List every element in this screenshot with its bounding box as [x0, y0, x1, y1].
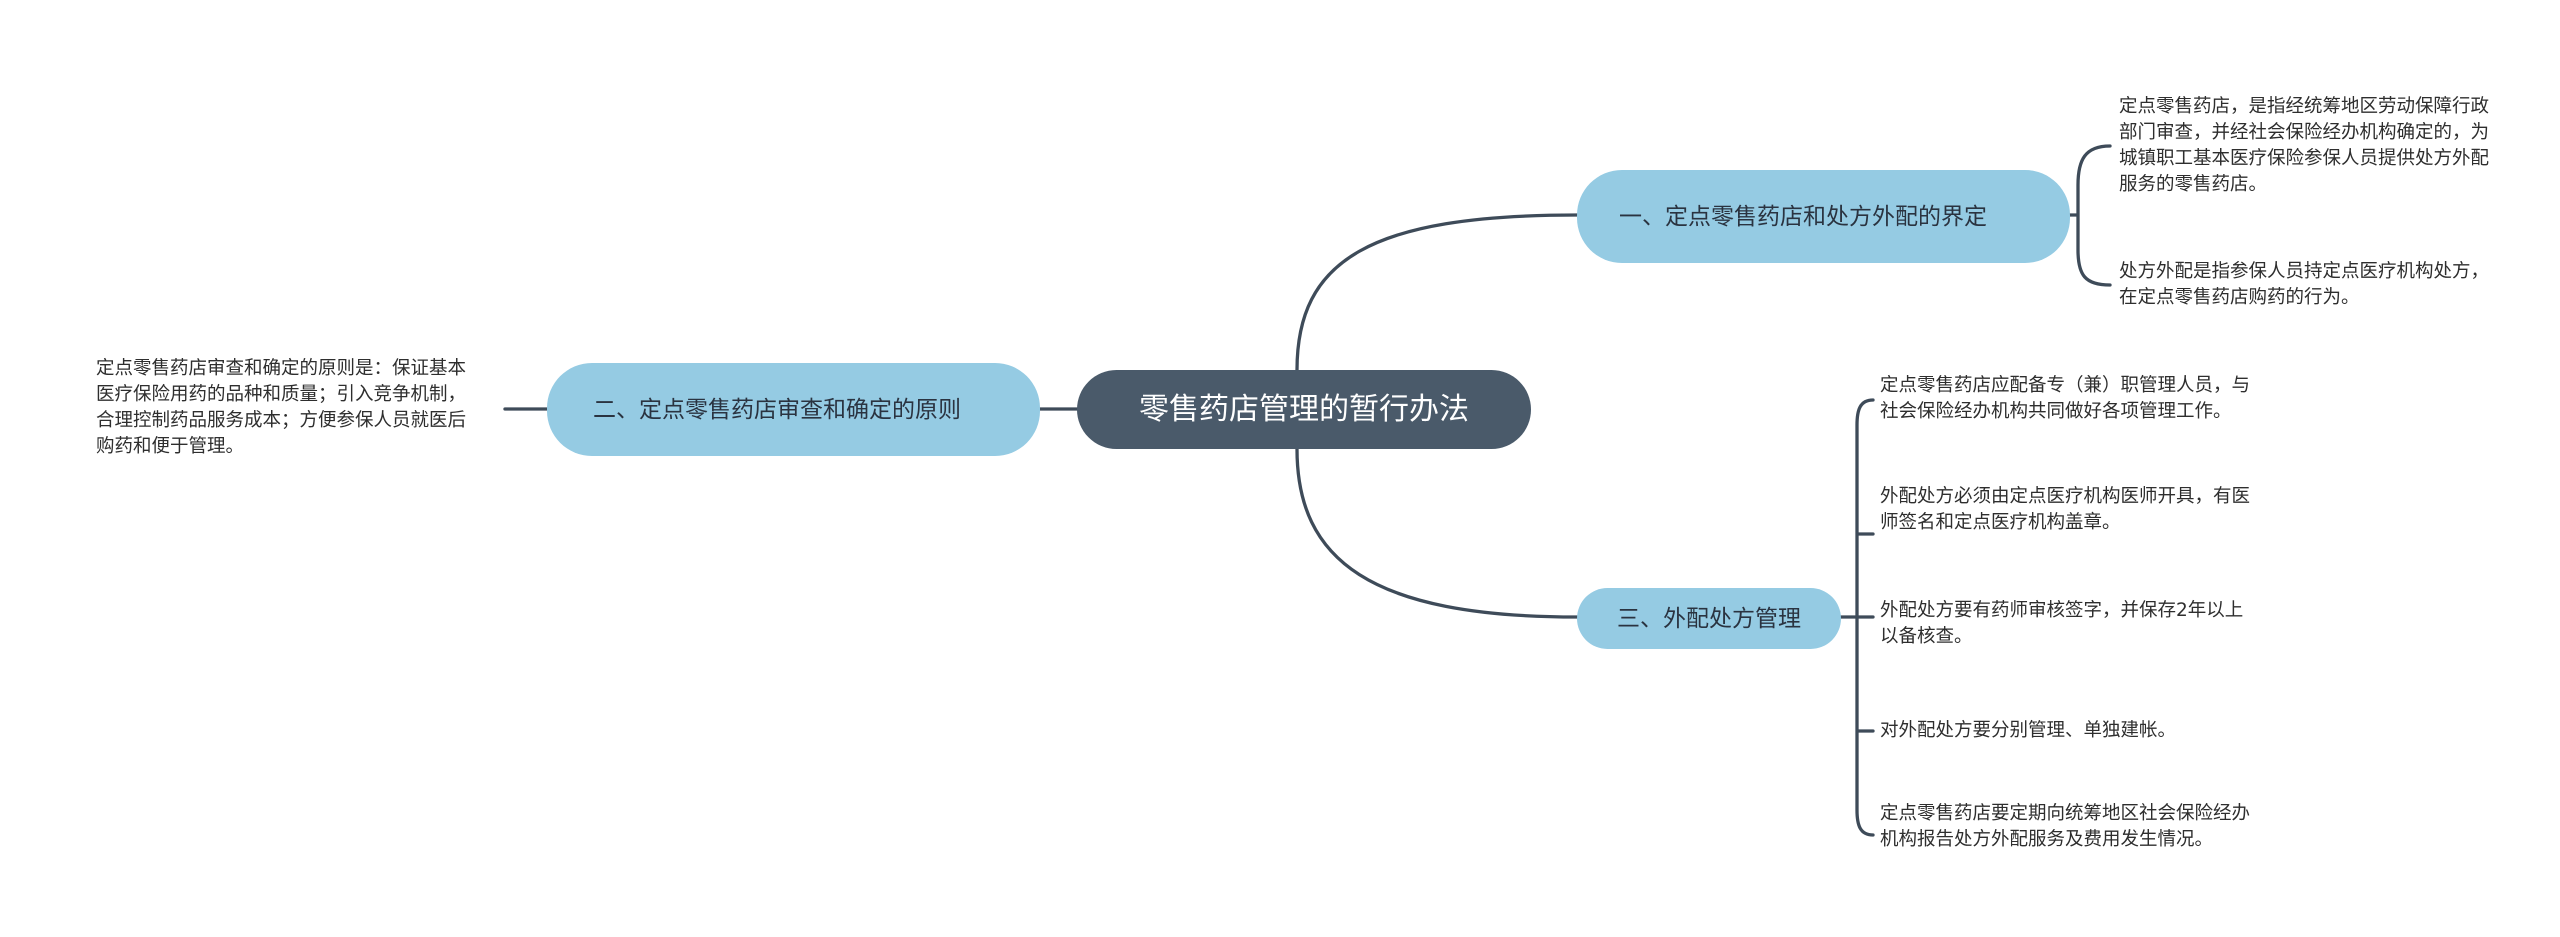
- leaf-line: 机构报告处方外配服务及费用发生情况。: [1880, 829, 2214, 850]
- leaf-line: 在定点零售药店购药的行为。: [2119, 287, 2360, 308]
- branch-2[interactable]: 二、定点零售药店审查和确定的原则: [547, 363, 1040, 456]
- branch-1[interactable]: 一、定点零售药店和处方外配的界定: [1577, 170, 2070, 263]
- leaf-line: 外配处方要有药师审核签字，并保存2年以上: [1880, 600, 2244, 621]
- branch-3[interactable]: 三、外配处方管理: [1577, 588, 1841, 649]
- leaf-line: 社会保险经办机构共同做好各项管理工作。: [1880, 401, 2232, 422]
- leaf-1-1[interactable]: 定点零售药店，是指经统筹地区劳动保障行政 部门审查，并经社会保险经办机构确定的，…: [2119, 94, 2489, 198]
- leaf-line: 城镇职工基本医疗保险参保人员提供处方外配: [2119, 148, 2490, 169]
- leaf-line: 合理控制药品服务成本；方便参保人员就医后: [96, 410, 467, 431]
- leaf-line: 定点零售药店应配备专（兼）职管理人员，与: [1880, 375, 2251, 396]
- leaf-line: 对外配处方要分别管理、单独建帐。: [1880, 720, 2177, 741]
- leaf-line: 以备核查。: [1880, 626, 1973, 647]
- branch-3-label: 三、外配处方管理: [1617, 605, 1801, 632]
- connector-root-branch-1: [1295, 213, 1579, 372]
- leaf-line: 定点零售药店要定期向统筹地区社会保险经办: [1880, 803, 2251, 824]
- leaf-line: 部门审查，并经社会保险经办机构确定的，为: [2119, 122, 2490, 143]
- leaf-line: 处方外配是指参保人员持定点医疗机构处方，: [2119, 261, 2490, 282]
- leaf-3-3[interactable]: 外配处方要有药师审核签字，并保存2年以上 以备核查。: [1880, 598, 2243, 650]
- leaf-3-2[interactable]: 外配处方必须由定点医疗机构医师开具，有医 师签名和定点医疗机构盖章。: [1880, 484, 2250, 536]
- leaf-line: 师签名和定点医疗机构盖章。: [1880, 512, 2121, 533]
- leaf-line: 服务的零售药店。: [2119, 174, 2268, 195]
- branch-2-label: 二、定点零售药店审查和确定的原则: [593, 396, 961, 423]
- leaf-line: 医疗保险用药的品种和质量；引入竞争机制，: [96, 384, 467, 405]
- leaf-line: 外配处方必须由定点医疗机构医师开具，有医: [1880, 486, 2251, 507]
- root-topic-label: 零售药店管理的暂行办法: [1139, 392, 1469, 427]
- leaf-line: 定点零售药店审查和确定的原则是：保证基本: [96, 358, 467, 379]
- leaf-line: 定点零售药店，是指经统筹地区劳动保障行政: [2119, 96, 2490, 117]
- branch-1-label: 一、定点零售药店和处方外配的界定: [1619, 203, 1987, 230]
- root-topic[interactable]: 零售药店管理的暂行办法: [1077, 370, 1531, 449]
- connector-branch-3-bracket: [1839, 398, 1875, 837]
- leaf-3-4[interactable]: 对外配处方要分别管理、单独建帐。: [1880, 718, 2176, 744]
- connector-root-branch-3: [1295, 447, 1579, 619]
- leaf-2-1[interactable]: 定点零售药店审查和确定的原则是：保证基本 医疗保险用药的品种和质量；引入竞争机制…: [96, 356, 466, 460]
- leaf-line: 购药和便于管理。: [96, 436, 245, 457]
- leaf-3-1[interactable]: 定点零售药店应配备专（兼）职管理人员，与 社会保险经办机构共同做好各项管理工作。: [1880, 373, 2250, 425]
- leaf-1-2[interactable]: 处方外配是指参保人员持定点医疗机构处方， 在定点零售药店购药的行为。: [2119, 259, 2489, 311]
- connector-branch-1-bracket: [2068, 144, 2112, 287]
- leaf-3-5[interactable]: 定点零售药店要定期向统筹地区社会保险经办 机构报告处方外配服务及费用发生情况。: [1880, 801, 2250, 853]
